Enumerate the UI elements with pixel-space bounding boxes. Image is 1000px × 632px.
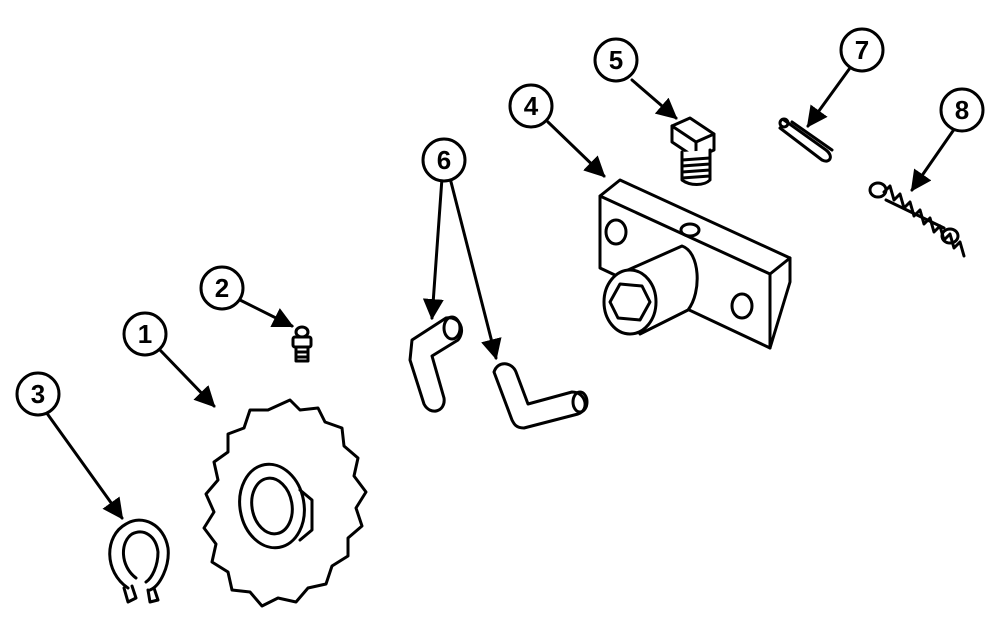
- leader-line-2: [238, 298, 294, 328]
- callout-8-label: 8: [955, 95, 969, 125]
- part-l-pin-lower: [492, 362, 589, 430]
- part-sprocket: [202, 398, 368, 608]
- leader-line-7: [806, 66, 852, 128]
- callout-4-label: 4: [524, 91, 539, 121]
- callout-5: 5: [593, 37, 639, 83]
- leader-line-6a: [422, 176, 444, 321]
- leader-line-5: [630, 78, 678, 120]
- part-spring: [868, 181, 966, 258]
- callout-2-label: 2: [215, 273, 229, 303]
- part-grease-fitting: [291, 325, 313, 363]
- callout-2: 2: [199, 265, 245, 311]
- callout-1: 1: [122, 311, 168, 357]
- callout-8: 8: [939, 87, 985, 133]
- callout-6: 6: [421, 137, 467, 183]
- part-cotter-pin: [778, 117, 834, 163]
- part-l-pin-upper: [408, 315, 463, 413]
- callout-3: 3: [15, 371, 61, 417]
- callout-7: 7: [839, 27, 885, 73]
- leader-line-3: [44, 410, 124, 520]
- part-snap-ring: [108, 518, 170, 604]
- callout-4: 4: [508, 83, 554, 129]
- part-bolt: [670, 116, 716, 186]
- leader-line-4: [546, 120, 606, 178]
- leader-line-1: [158, 348, 216, 408]
- leader-line-6b: [448, 176, 502, 361]
- leader-lines: [44, 66, 957, 520]
- part-bearing-housing: [598, 178, 792, 350]
- callout-1-label: 1: [138, 319, 152, 349]
- callout-6-label: 6: [437, 145, 451, 175]
- callout-5-label: 5: [609, 45, 623, 75]
- leader-line-8: [910, 126, 957, 192]
- callout-3-label: 3: [31, 379, 45, 409]
- callout-7-label: 7: [855, 35, 869, 65]
